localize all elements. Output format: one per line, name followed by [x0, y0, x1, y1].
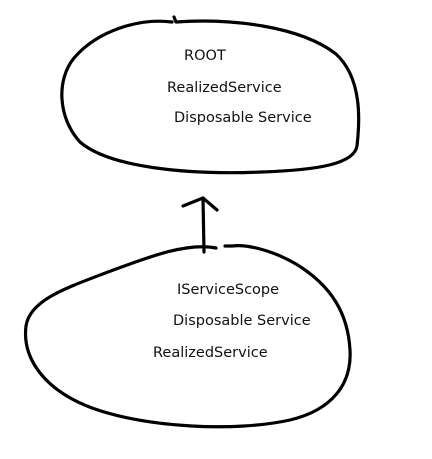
connector-arrow-head	[181, 196, 219, 212]
child-scope-title: IServiceScope	[177, 282, 280, 298]
child-scope-realized-service: RealizedService	[153, 345, 268, 361]
child-scope-disposable-service: Disposable Service	[173, 313, 311, 329]
root-scope-realized-service: RealizedService	[167, 80, 282, 96]
root-scope-disposable-service: Disposable Service	[174, 110, 312, 126]
connector-arrow-line	[201, 196, 206, 254]
root-scope-outline	[60, 15, 361, 175]
root-scope-title: ROOT	[184, 48, 226, 64]
child-scope-outline	[23, 244, 352, 429]
